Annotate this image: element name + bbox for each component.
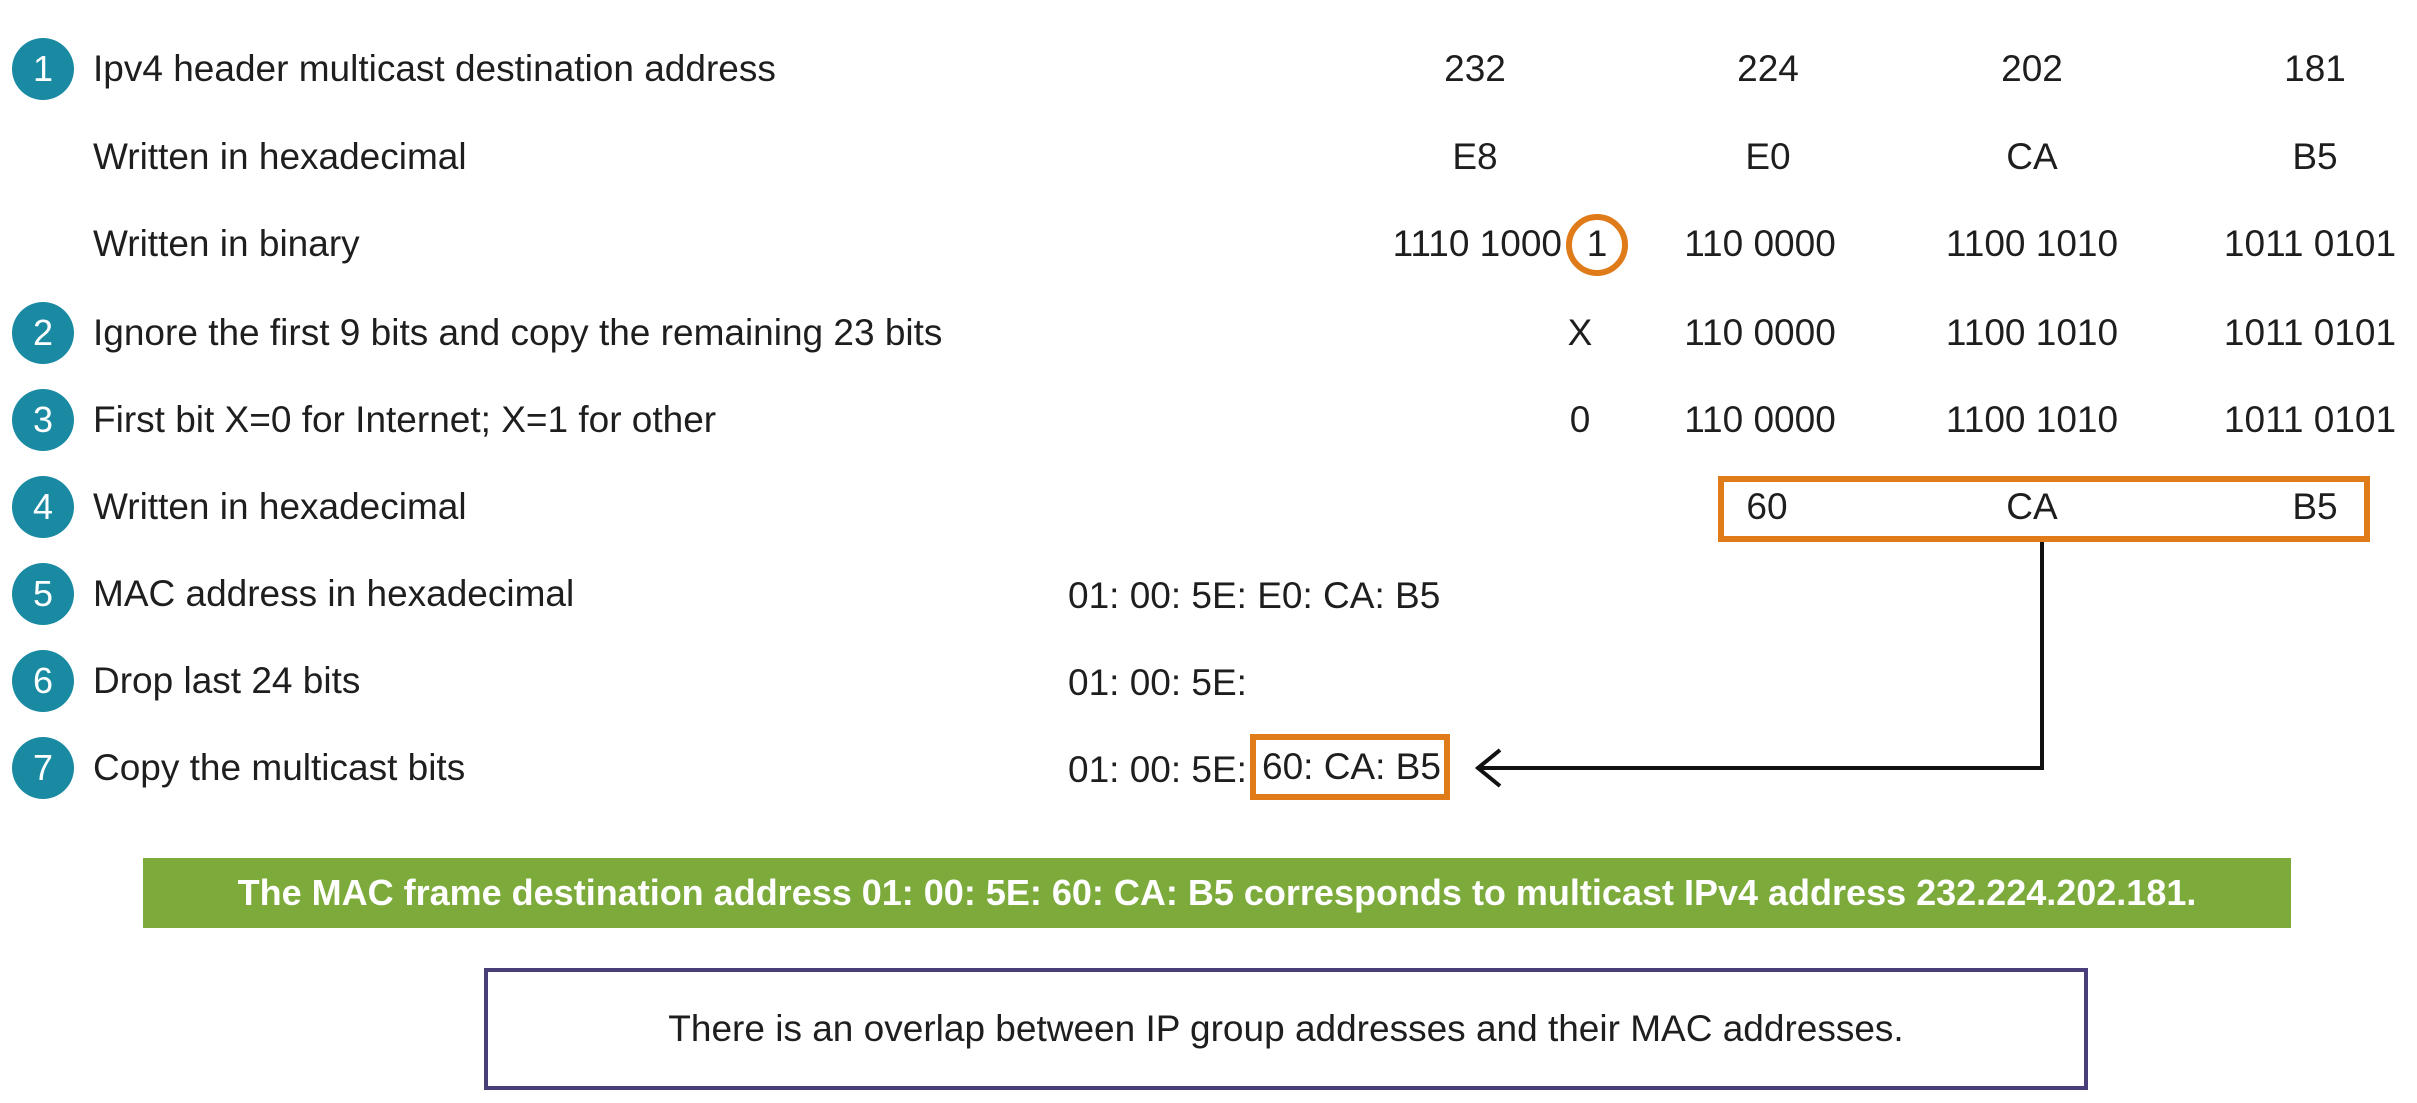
hex-octet-1: E8 — [1452, 136, 1498, 177]
step-badge-1: 1 — [12, 38, 74, 100]
copied-octet-2: 110 0000 — [1684, 312, 1836, 353]
step-badge-2: 2 — [12, 302, 74, 364]
decimal-octet-2: 224 — [1737, 48, 1799, 89]
mac-result-suffix: 60: CA: B5 — [1262, 746, 1441, 787]
step-label-4: Written in hexadecimal — [93, 486, 467, 527]
multicast-hex-3: B5 — [2292, 486, 2338, 527]
mac-result-box — [1250, 734, 1450, 800]
mac-result-prefix: 01: 00: 5E: — [1068, 749, 1247, 790]
copied-octet-4: 1011 0101 — [2223, 312, 2397, 353]
hex-octet-4: B5 — [2292, 136, 2338, 177]
internet-first-bit: 0 — [1569, 399, 1591, 440]
step-label-2: Ignore the first 9 bits and copy the rem… — [93, 312, 943, 353]
step-label-hex: Written in hexadecimal — [93, 136, 467, 177]
binary-octet-1: 1110 1000 — [1392, 223, 1562, 264]
step-badge-3: 3 — [12, 389, 74, 451]
binary-octet-4: 1011 0101 — [2223, 223, 2397, 264]
mac-full: 01: 00: 5E: E0: CA: B5 — [1068, 575, 1441, 616]
step-badge-5: 5 — [12, 563, 74, 625]
ignored-bit-marker: X — [1567, 312, 1593, 353]
step-badge-6: 6 — [12, 650, 74, 712]
binary-octet-2: 110 0000 — [1684, 223, 1836, 264]
mac-prefix: 01: 00: 5E: — [1068, 662, 1247, 703]
binary-first-bit: 1 — [1586, 223, 1608, 264]
multicast-hex-1: 60 — [1746, 486, 1788, 527]
decimal-octet-1: 232 — [1444, 48, 1506, 89]
step-badge-7: 7 — [12, 737, 74, 799]
binary-octet-3: 1100 1010 — [1945, 223, 2119, 264]
hex-octet-3: CA — [2006, 136, 2058, 177]
step-label-binary: Written in binary — [93, 223, 360, 264]
internet-octet-4: 1011 0101 — [2223, 399, 2397, 440]
multicast-hex-box — [1718, 476, 2370, 542]
decimal-octet-4: 181 — [2284, 48, 2346, 89]
step-label-6: Drop last 24 bits — [93, 660, 361, 701]
first-bit-circle — [1566, 214, 1628, 276]
overlap-note: There is an overlap between IP group add… — [484, 968, 2088, 1090]
internet-octet-3: 1100 1010 — [1945, 399, 2119, 440]
step-badge-4: 4 — [12, 476, 74, 538]
result-banner: The MAC frame destination address 01: 00… — [143, 858, 2291, 928]
step-label-1: Ipv4 header multicast destination addres… — [93, 48, 776, 89]
decimal-octet-3: 202 — [2001, 48, 2063, 89]
step-label-7: Copy the multicast bits — [93, 747, 466, 788]
copied-octet-3: 1100 1010 — [1945, 312, 2119, 353]
multicast-hex-2: CA — [2006, 486, 2058, 527]
internet-octet-2: 110 0000 — [1684, 399, 1836, 440]
hex-octet-2: E0 — [1745, 136, 1791, 177]
step-label-3: First bit X=0 for Internet; X=1 for othe… — [93, 399, 717, 440]
step-label-5: MAC address in hexadecimal — [93, 573, 575, 614]
